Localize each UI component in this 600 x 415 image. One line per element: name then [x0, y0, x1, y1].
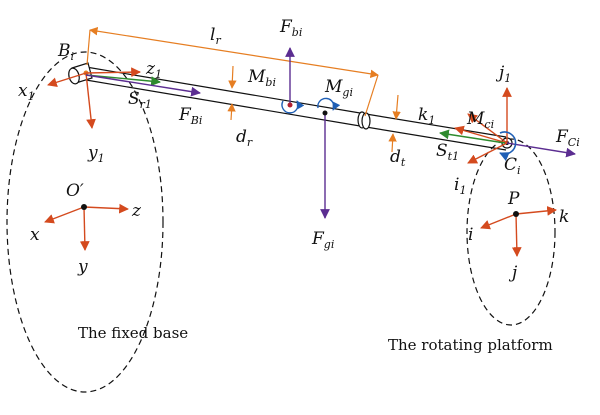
- dimension-lr: [86, 27, 379, 117]
- moment-mgi: [317, 97, 341, 111]
- rotating-platform-outline: [466, 138, 556, 326]
- label-fgi: Fgi: [311, 229, 334, 251]
- moment-mci: [499, 131, 517, 161]
- frame-p: [480, 206, 557, 257]
- moment-mbi: [281, 100, 305, 114]
- label-j1: j1: [495, 63, 511, 85]
- origin-p: [513, 211, 519, 217]
- label-p: P: [507, 189, 520, 209]
- sleeve-joint: [357, 111, 371, 130]
- origin-o-prime: [81, 204, 87, 210]
- label-bi: Bi: [57, 41, 74, 63]
- force-fgi: [320, 110, 330, 219]
- label-ci: Ci: [504, 155, 521, 177]
- label-k: k: [559, 207, 569, 227]
- frame-bi: [47, 67, 141, 129]
- frame-ci: [454, 87, 512, 164]
- caption-fixed-base: The fixed base: [78, 324, 188, 342]
- force-fbi: [285, 47, 295, 108]
- label-o-prime: O′: [66, 181, 84, 201]
- label-dt: dt: [390, 147, 406, 169]
- label-mgi: Mgi: [324, 77, 353, 99]
- force-fci: [506, 142, 576, 158]
- label-i: i: [468, 225, 473, 245]
- label-fci: FCi: [555, 127, 580, 149]
- label-fbi: Fbi: [279, 17, 302, 39]
- label-mci: Mci: [466, 109, 494, 131]
- label-i1: i1: [454, 175, 466, 197]
- frame-o-prime: [44, 203, 129, 251]
- label-mbi: Mbi: [247, 67, 276, 89]
- dimension-dt: [388, 94, 401, 153]
- label-x: x: [30, 225, 40, 245]
- force-fbi-axial: [85, 74, 201, 97]
- label-j: j: [508, 263, 518, 283]
- vector-sr1: [85, 74, 161, 87]
- joint-bi: [68, 62, 93, 85]
- caption-rotating-platform: The rotating platform: [388, 336, 553, 354]
- label-k1: k1: [418, 105, 435, 127]
- label-dr: dr: [236, 127, 253, 149]
- label-lr: lr: [210, 25, 221, 47]
- label-st1: St1: [436, 141, 459, 163]
- label-y: y: [77, 257, 88, 277]
- vector-st1: [439, 129, 506, 144]
- label-x1: x1: [18, 81, 35, 103]
- label-fbi-axial: FBi: [178, 105, 202, 127]
- fixed-base-outline: [6, 51, 164, 393]
- label-z1: z1: [145, 59, 162, 81]
- label-sr1: Sr1: [128, 89, 152, 111]
- rod: [85, 66, 507, 151]
- label-z: z: [131, 201, 142, 221]
- dimension-dr: [227, 65, 237, 121]
- label-y1: y1: [87, 143, 105, 165]
